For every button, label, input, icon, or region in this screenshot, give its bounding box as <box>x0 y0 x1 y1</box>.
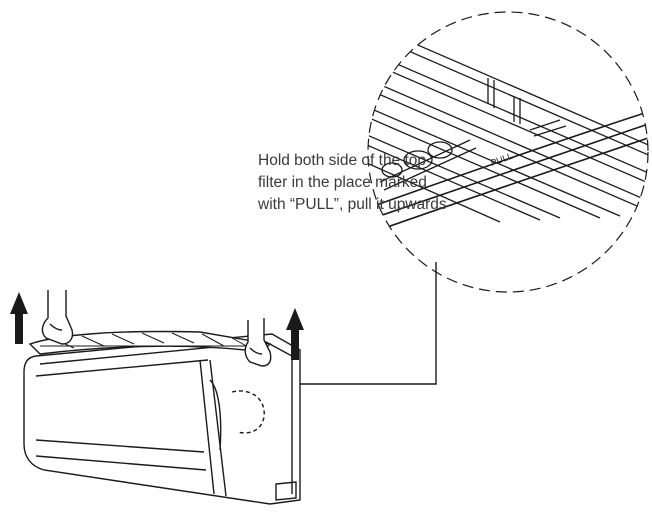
magnified-detail: PULL <box>367 11 649 293</box>
leader-line <box>298 262 437 385</box>
instruction-line: filter in the place marked <box>258 174 427 191</box>
top-filter <box>28 330 272 355</box>
up-arrow-icon <box>286 308 304 360</box>
hand-icon <box>244 318 272 367</box>
hand-icon <box>41 290 74 345</box>
up-arrow-left <box>10 292 28 344</box>
instruction-text: Hold both side of the top filter in the … <box>258 150 488 216</box>
up-arrow-icon <box>10 292 28 344</box>
right-hand <box>244 318 272 367</box>
up-arrow-right <box>286 308 304 360</box>
left-hand <box>41 290 74 345</box>
instruction-line: with “PULL”, pull it upwards <box>258 196 447 213</box>
instruction-line: Hold both side of the top <box>258 152 427 169</box>
indoor-unit <box>23 333 301 505</box>
magnified-filter-grille: PULL <box>368 19 648 237</box>
magnifier-circle <box>367 11 649 293</box>
